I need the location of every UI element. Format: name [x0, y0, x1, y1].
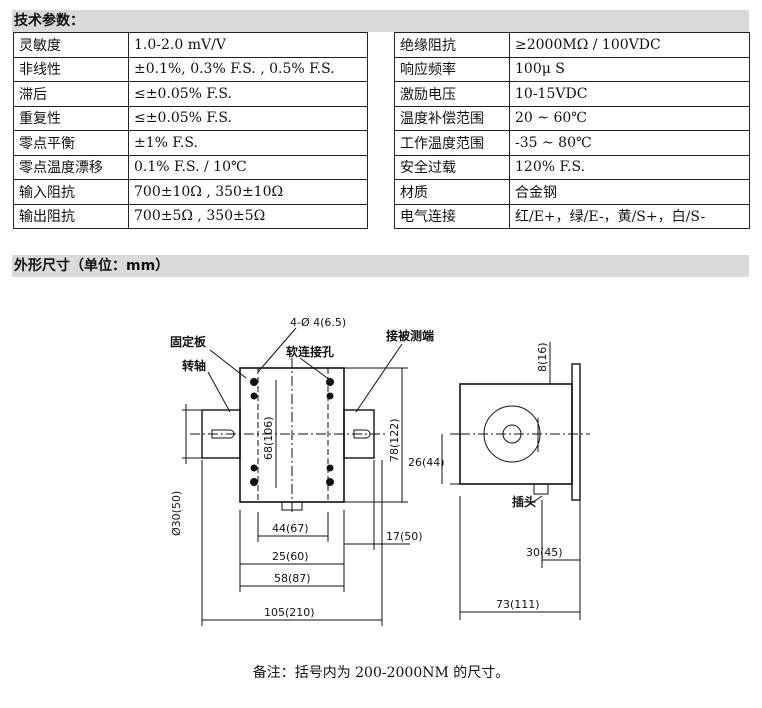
- spec-value: 20 ~ 60℃: [509, 105, 750, 131]
- spec-key: 安全过载: [394, 154, 510, 180]
- spec-value: 0.1% F.S. / 10℃: [128, 154, 368, 180]
- spec-row: 绝缘阻抗≥2000MΩ / 100VDC: [394, 32, 750, 58]
- shaft-label: 转轴: [182, 358, 206, 373]
- spec-row: 电气连接红/E+，绿/E-，黄/S+，白/S-: [394, 203, 750, 229]
- spec-key: 零点温度漂移: [13, 154, 129, 180]
- sensor-end-label: 接被测端: [386, 328, 434, 343]
- dim-25: 25(60): [272, 550, 309, 563]
- spec-key: 激励电压: [394, 81, 510, 107]
- spec-key: 零点平衡: [13, 130, 129, 156]
- spec-key: 响应频率: [394, 56, 510, 82]
- dim-30: Ø30(50): [170, 491, 183, 536]
- spec-row: 材质合金钢: [394, 179, 750, 205]
- soft-hole-label: 软连接孔: [286, 344, 334, 359]
- spec-key: 工作温度范围: [394, 130, 510, 156]
- dim-8: 8(16): [536, 342, 549, 372]
- fixed-plate-label: 固定板: [170, 334, 207, 349]
- footnote: 备注：括号内为 200-2000NM 的尺寸。: [252, 665, 510, 681]
- spec-value: ≤±0.05% F.S.: [128, 81, 368, 107]
- spec-key: 绝缘阻抗: [394, 32, 510, 58]
- spec-key: 灵敏度: [13, 32, 129, 58]
- dim-78: 78(122): [388, 418, 401, 462]
- spec-value: ≤±0.05% F.S.: [128, 105, 368, 131]
- spec-key: 非线性: [13, 56, 129, 82]
- spec-value: 合金钢: [509, 179, 750, 205]
- holes-label: 4-Ø 4(6.5): [290, 316, 346, 329]
- dimension-drawing: 固定板 转轴 4-Ø 4(6.5) 软连接孔 接被测端 插头 68(106) 7…: [170, 316, 590, 626]
- dim-73: 73(111): [496, 598, 540, 611]
- dim-68: 68(106): [262, 416, 275, 460]
- spec-key: 电气连接: [394, 203, 510, 229]
- dimensions-section-title: 外形尺寸（单位：mm）: [12, 255, 749, 277]
- spec-key: 滞后: [13, 81, 129, 107]
- spec-row: 零点平衡±1% F.S.: [13, 130, 368, 156]
- spec-key: 材质: [394, 179, 510, 205]
- dim-44: 44(67): [272, 522, 309, 535]
- spec-key: 重复性: [13, 105, 129, 131]
- spec-value: 10-15VDC: [509, 81, 750, 107]
- specs-section-title: 技术参数：: [12, 10, 749, 32]
- dim-30-45: 30(45): [526, 546, 563, 559]
- dim-105: 105(210): [264, 606, 315, 619]
- spec-value: 100μ S: [509, 56, 750, 82]
- spec-key: 输出阻抗: [13, 203, 129, 229]
- spec-key: 温度补偿范围: [394, 105, 510, 131]
- spec-row: 非线性±0.1%, 0.3% F.S. , 0.5% F.S.: [13, 56, 368, 82]
- spec-value: 700±10Ω , 350±10Ω: [128, 179, 368, 205]
- spec-key: 输入阻抗: [13, 179, 129, 205]
- plug-label: 插头: [512, 494, 536, 509]
- spec-value: 700±5Ω , 350±5Ω: [128, 203, 368, 229]
- spec-row: 工作温度范围-35 ~ 80℃: [394, 130, 750, 156]
- spec-value: ≥2000MΩ / 100VDC: [509, 32, 750, 58]
- spec-row: 滞后≤±0.05% F.S.: [13, 81, 368, 107]
- spec-value: 120% F.S.: [509, 154, 750, 180]
- dim-26: 26(44): [408, 456, 445, 469]
- spec-row: 重复性≤±0.05% F.S.: [13, 105, 368, 131]
- spec-value: 1.0-2.0 mV/V: [128, 32, 368, 58]
- spec-value: 红/E+，绿/E-，黄/S+，白/S-: [509, 203, 750, 229]
- dim-17: 17(50): [386, 530, 423, 543]
- spec-value: -35 ~ 80℃: [509, 130, 750, 156]
- spec-value: ±1% F.S.: [128, 130, 368, 156]
- spec-value: ±0.1%, 0.3% F.S. , 0.5% F.S.: [128, 56, 368, 82]
- dim-58: 58(87): [274, 572, 311, 585]
